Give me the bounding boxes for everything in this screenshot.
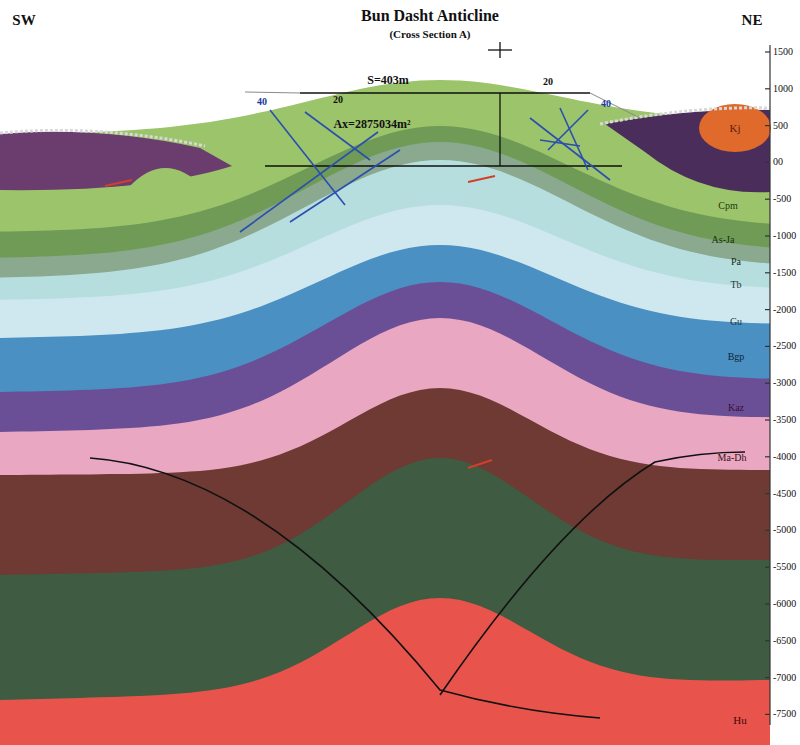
dip-value: 40 [257,97,267,107]
formation-label: Hu [733,715,746,726]
axis-tick-label: -6500 [773,636,796,646]
title: Bun Dasht Anticline [361,8,499,24]
axis-tick-label: -1500 [773,268,796,278]
rock-layer [0,142,770,745]
axis-tick-label: -6000 [773,599,796,609]
formation-label: Tb [730,280,741,290]
formation-label: Gu [730,317,742,327]
axis-tick-label: -2500 [773,341,796,351]
formation-label: Bgp [728,352,745,362]
rock-layer [0,318,770,745]
axis-tick-label: 500 [773,121,788,131]
dimension-label: S=403m [367,74,409,86]
axis-tick-label: -5500 [773,562,796,572]
rock-layer [0,126,770,745]
direction-label: SW [12,13,35,28]
axis-tick-label: -7500 [773,709,796,719]
formation-label: Ma-Dh [718,453,747,463]
subtitle: (Cross Section A) [389,29,470,40]
formation-label: Cpm [718,201,737,211]
axis-tick-label: -5000 [773,525,796,535]
axis-tick-label: -3500 [773,415,796,425]
dip-value: 20 [333,95,343,105]
axis-tick-label: 1500 [773,47,793,57]
axis-tick-label: -2000 [773,305,796,315]
axis-tick-label: -1000 [773,231,796,241]
rock-layer [0,245,770,745]
formation-label: Kaz [728,403,744,413]
rock-layer [0,80,770,745]
axis-tick-label: 00 [773,157,783,167]
rock-layer [0,205,770,745]
dip-value: 20 [543,77,553,87]
rock-layer [0,388,770,745]
dimension-label: Ax=2875034m² [333,118,410,130]
dip-value: 40 [601,99,611,109]
rock-layer [0,160,770,745]
axis-tick-label: -7000 [773,673,796,683]
rock-layer [0,598,770,745]
direction-label: NE [742,13,763,28]
axis-tick-label: -500 [773,194,791,204]
rock-layer [0,458,770,745]
formation-label: Pa [731,257,741,267]
rock-layer [0,282,770,745]
formation-label: Kj [730,123,741,134]
formation-label: As-Ja [712,235,735,245]
axis-tick-label: -3000 [773,378,796,388]
axis-tick-label: 1000 [773,84,793,94]
axis-tick-label: -4500 [773,489,796,499]
axis-tick-label: -4000 [773,452,796,462]
